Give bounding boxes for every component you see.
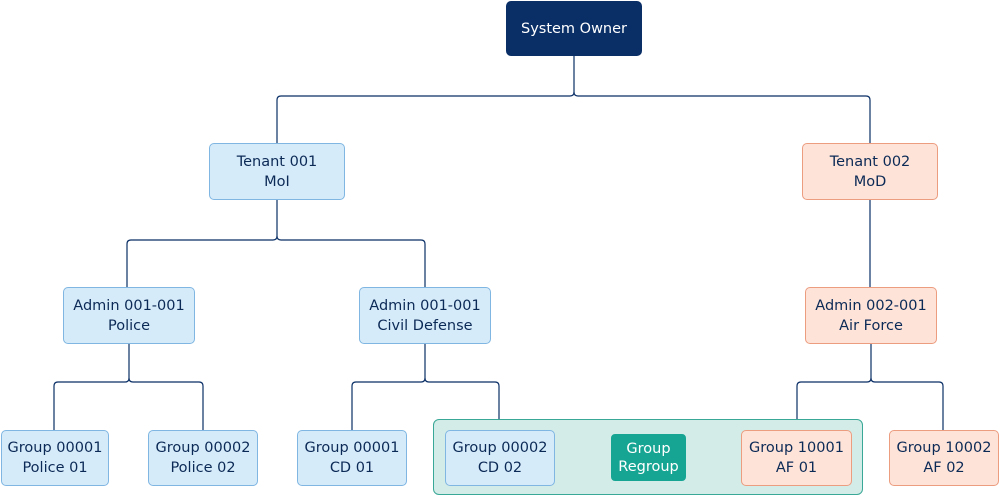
node-sublabel: Civil Defense bbox=[377, 317, 473, 334]
connector-root-tenant-001 bbox=[276, 56, 575, 143]
connector-admin-af-group-af01 bbox=[796, 344, 872, 430]
node-group-cd-01[interactable]: Group 00001 CD 01 bbox=[297, 430, 407, 486]
connector-tenant-001-admin-cd bbox=[276, 235, 426, 287]
node-label: Group 00002 bbox=[155, 440, 251, 456]
node-group-cd-02[interactable]: Group 00002 CD 02 bbox=[445, 430, 555, 486]
node-sublabel: CD 01 bbox=[329, 460, 375, 476]
node-label: Group 10002 bbox=[896, 440, 992, 456]
node-label: Group 00001 bbox=[7, 440, 103, 456]
connector-tenant-001-admin-police bbox=[126, 200, 278, 287]
node-group-police-02[interactable]: Group 00002 Police 02 bbox=[148, 430, 258, 486]
node-sublabel: CD 02 bbox=[477, 460, 523, 476]
connector-admin-police-group-00001 bbox=[53, 344, 130, 430]
node-label: System Owner bbox=[520, 20, 628, 37]
node-sublabel: AF 01 bbox=[775, 460, 818, 476]
node-label: Group 10001 bbox=[749, 440, 844, 456]
node-admin-air-force[interactable]: Admin 002-001 Air Force bbox=[805, 287, 937, 344]
connector-root-tenant-002 bbox=[573, 91, 871, 143]
node-sublabel: Police 01 bbox=[22, 460, 88, 476]
node-group-police-01[interactable]: Group 00001 Police 01 bbox=[1, 430, 109, 486]
node-sublabel: MoI bbox=[264, 173, 290, 190]
node-admin-civil-defense[interactable]: Admin 001-001 Civil Defense bbox=[359, 287, 491, 344]
connector-admin-af-group-af02 bbox=[870, 377, 944, 430]
connector-admin-cd-group-cd01 bbox=[351, 344, 426, 430]
node-label: Admin 001-001 bbox=[73, 297, 185, 314]
connector-admin-cd-group-cd02 bbox=[424, 377, 500, 430]
node-tenant-001[interactable]: Tenant 001 MoI bbox=[209, 143, 345, 200]
node-label: Tenant 002 bbox=[829, 153, 911, 170]
node-group-af-01[interactable]: Group 10001 AF 01 bbox=[741, 430, 852, 486]
node-admin-police[interactable]: Admin 001-001 Police bbox=[63, 287, 195, 344]
node-system-owner[interactable]: System Owner bbox=[506, 1, 642, 56]
node-group-regroup[interactable]: Group Regroup bbox=[611, 434, 686, 481]
node-sublabel: Regroup bbox=[618, 458, 679, 475]
node-label: Tenant 001 bbox=[236, 153, 318, 170]
node-label: Group 00002 bbox=[452, 440, 548, 456]
node-label: Group bbox=[626, 440, 671, 457]
node-label: Group 00001 bbox=[304, 440, 400, 456]
node-sublabel: Air Force bbox=[839, 317, 903, 334]
connector-admin-police-group-00002 bbox=[128, 377, 204, 430]
node-sublabel: AF 02 bbox=[923, 460, 965, 476]
node-group-af-02[interactable]: Group 10002 AF 02 bbox=[889, 430, 999, 486]
node-sublabel: MoD bbox=[853, 173, 887, 190]
node-sublabel: Police 02 bbox=[170, 460, 236, 476]
node-tenant-002[interactable]: Tenant 002 MoD bbox=[802, 143, 938, 200]
node-sublabel: Police bbox=[107, 317, 151, 334]
node-label: Admin 001-001 bbox=[369, 297, 481, 314]
node-label: Admin 002-001 bbox=[815, 297, 927, 314]
